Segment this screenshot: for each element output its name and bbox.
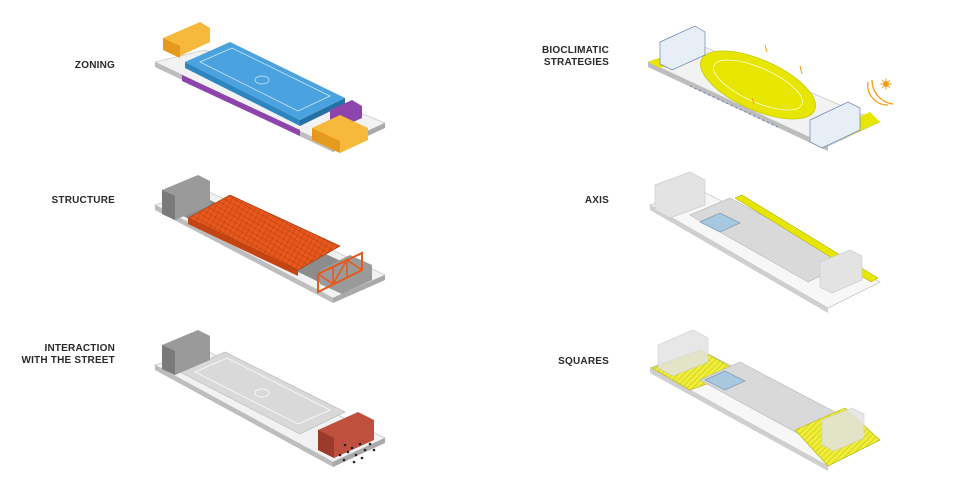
ghost-building-left xyxy=(654,171,706,219)
label-squares: SQUARES xyxy=(558,356,609,367)
label-interaction-with-the-street: INTERACTION WITH THE STREET xyxy=(21,343,115,366)
brick-building-right-front xyxy=(318,430,334,458)
site-plate-edge xyxy=(648,62,828,151)
bioclimatic-diagram xyxy=(646,25,894,151)
site-plate-edge xyxy=(650,368,828,471)
structure-diagram xyxy=(153,175,386,303)
site-plate-edge xyxy=(155,205,333,303)
ghost-building-right xyxy=(821,407,865,452)
pool xyxy=(699,212,741,233)
squares-diagram xyxy=(649,329,881,471)
interaction-diagram xyxy=(153,330,386,467)
label-axis: AXIS xyxy=(584,195,609,206)
label-structure: STRUCTURE xyxy=(51,195,115,206)
axis-diagram xyxy=(648,171,881,313)
field-lines xyxy=(194,357,331,425)
building-left-white xyxy=(659,25,706,71)
sports-field-blue xyxy=(185,42,345,120)
sun-icon xyxy=(867,78,894,106)
label-zoning: ZONING xyxy=(74,60,115,71)
sports-field-blue-edge-right xyxy=(300,98,345,126)
truss-diagonals xyxy=(317,258,363,286)
zoning-diagram xyxy=(153,22,387,153)
gray-building-left-front xyxy=(162,190,175,220)
ghost-building-right xyxy=(819,249,863,294)
orange-space-frame-edge xyxy=(188,218,298,276)
sports-field-blue-edge xyxy=(185,62,300,126)
people-dots xyxy=(338,442,376,464)
track-inner xyxy=(713,59,803,111)
site-plate-edge-right xyxy=(333,275,385,303)
orange-building-right-front xyxy=(312,128,340,153)
field-lines xyxy=(199,47,331,112)
purple-zone xyxy=(182,75,300,136)
yellow-track xyxy=(700,50,816,120)
orange-building-left-front xyxy=(163,38,180,58)
pool xyxy=(704,370,746,391)
airflow-arrows xyxy=(751,44,803,105)
gray-building-left-front xyxy=(162,345,175,375)
site-plate-edge xyxy=(155,365,333,467)
ghost-building-left xyxy=(657,329,709,377)
building-right-white xyxy=(809,101,861,149)
edge-blue-marks xyxy=(689,85,781,129)
site-plate-edge-right xyxy=(333,438,385,467)
label-bioclimatic-strategies: BIOCLIMATIC STRATEGIES xyxy=(541,45,609,68)
field-center-circle xyxy=(254,388,270,398)
site-plate-edge xyxy=(650,205,828,313)
field-center-circle xyxy=(254,75,270,85)
